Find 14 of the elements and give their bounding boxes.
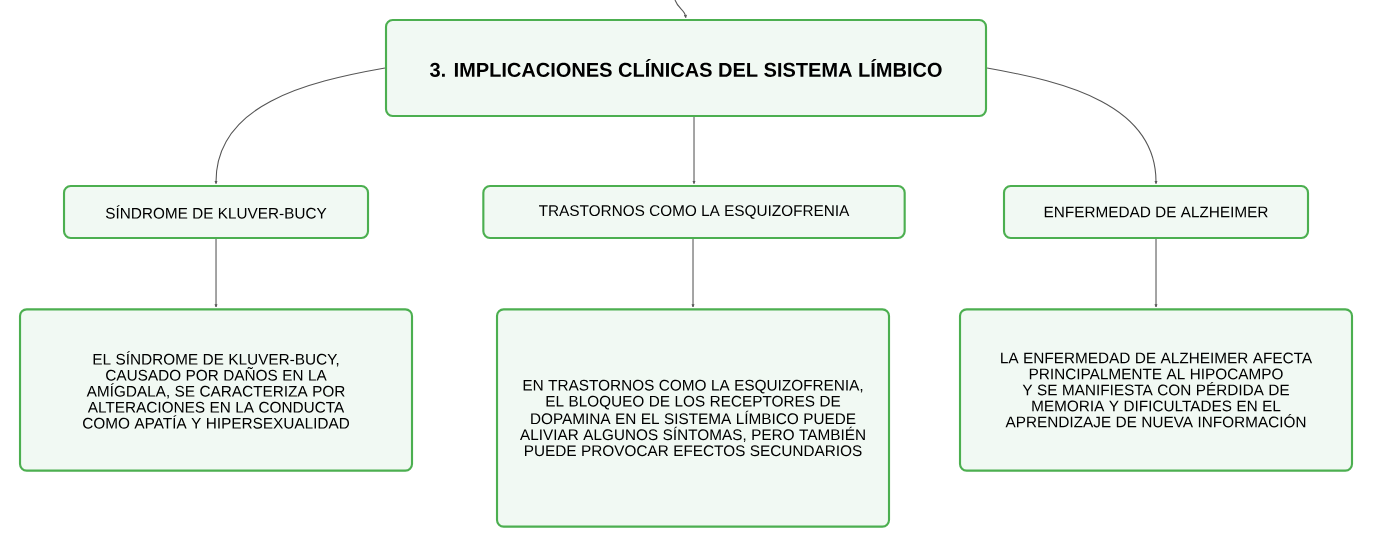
topic-box: TRASTORNOS COMO LA ESQUIZOFRENIA xyxy=(482,184,906,240)
title-box: 3. IMPLICACIONES CLÍNICAS DEL SISTEMA LÍMBICO xyxy=(384,18,988,118)
arrow xyxy=(214,67,386,185)
arrow xyxy=(986,67,1158,185)
topic-box: ENFERMEDAD DE ALZHEIMER xyxy=(1002,184,1310,240)
arrow xyxy=(214,238,218,308)
description-box: EL SÍNDROME DE KLUVER-BUCY, CAUSADO POR DAÑOS EN LA AMÍGDALA, SE CARACTERIZA POR ALTERACIONES EN LA CONDUCTA COMO APATÍA Y HIPERSEXUALIDAD xyxy=(18,308,414,472)
arrow xyxy=(692,116,696,185)
arrow xyxy=(674,0,687,19)
description-box: EN TRASTORNOS COMO LA ESQUIZOFRENIA, EL BLOQUEO DE LOS RECEPTORES DE DOPAMINA EN EL SISTEMA LÍMBICO PUEDE ALIVIAR ALGUNOS SÍNTOMAS, PERO TAMBIÉN PUEDE PROVOCAR EFECTOS SECUNDARIOS xyxy=(495,308,891,528)
arrow xyxy=(1154,238,1158,308)
topic-box: SÍNDROME DE KLUVER-BUCY xyxy=(62,184,370,240)
description-box: LA ENFERMEDAD DE ALZHEIMER AFECTA PRINCIPALMENTE AL HIPOCAMPO Y SE MANIFIESTA CON PÉRDIDA DE MEMORIA Y DIFICULTADES EN EL APRENDIZAJE DE NUEVA INFORMACIÓN xyxy=(958,308,1354,472)
arrow xyxy=(691,238,695,308)
